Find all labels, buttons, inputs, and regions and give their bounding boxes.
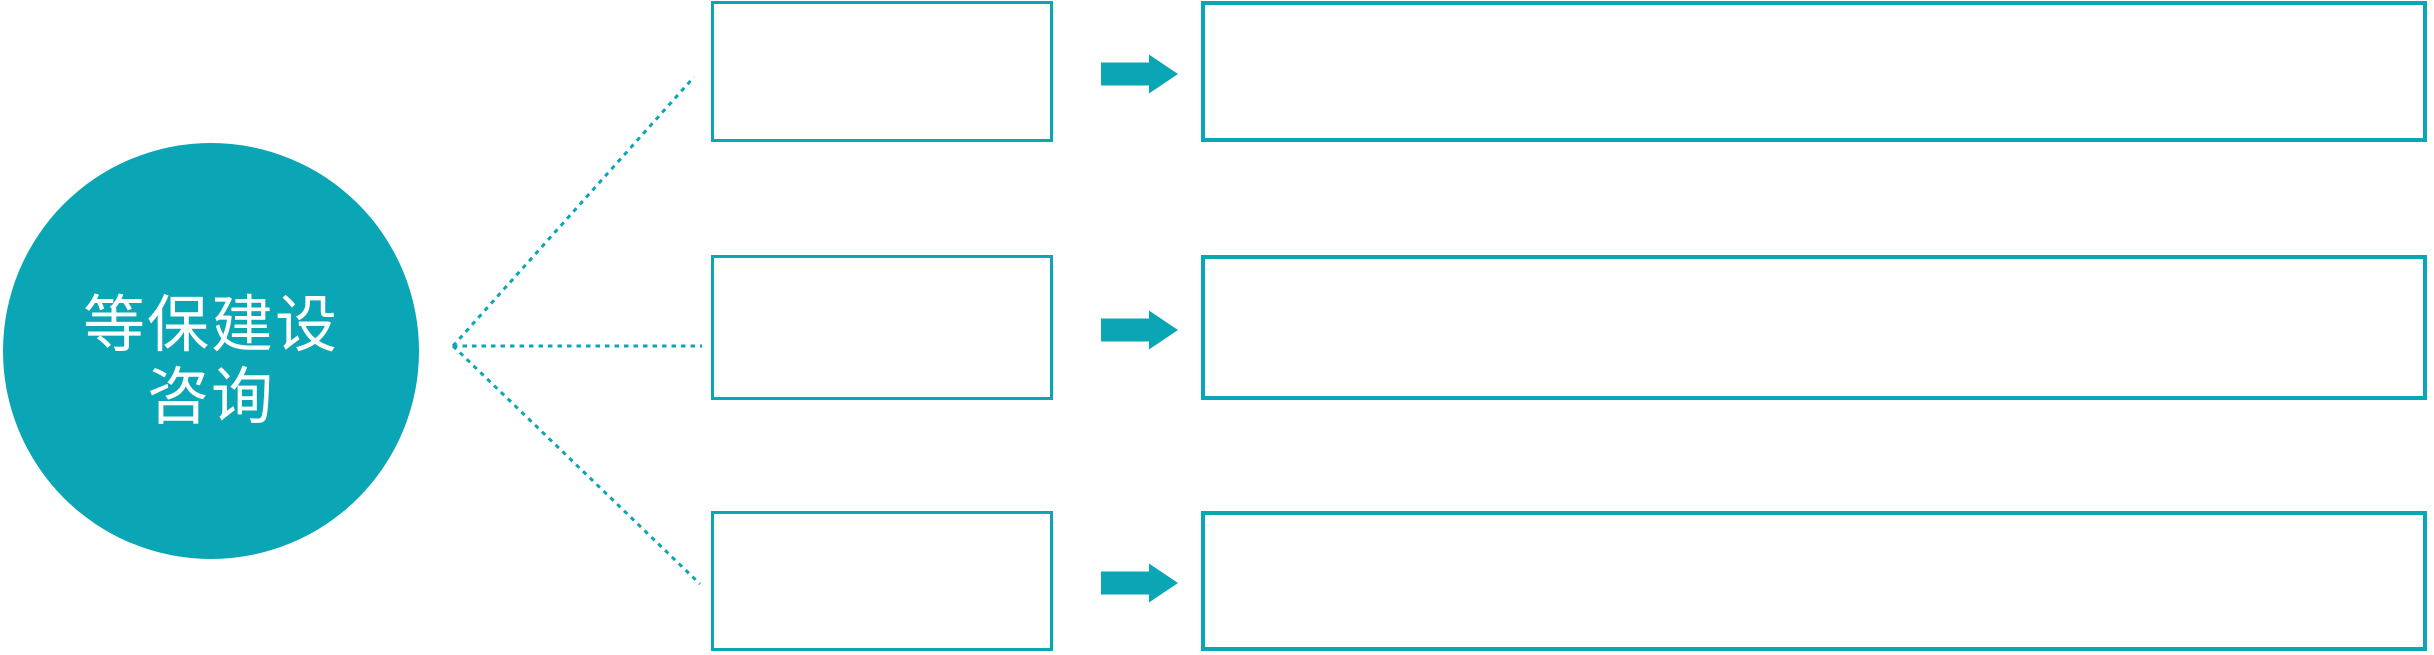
right-arrow-icon xyxy=(1101,54,1178,94)
branch-1-detail-label xyxy=(1205,5,2423,138)
branch-1-box-label xyxy=(714,4,1050,139)
branch-3-detail-label xyxy=(1205,515,2423,647)
right-arrow-icon xyxy=(1101,563,1178,603)
branch-3-detail-box xyxy=(1201,511,2427,651)
dotted-connector-top xyxy=(451,75,696,348)
hub-label-line2: 咨询 xyxy=(146,363,275,432)
right-arrow-icon xyxy=(1101,310,1178,350)
branch-1-detail-box xyxy=(1201,1,2427,142)
branch-1-box xyxy=(711,1,1053,142)
hub-label-line1: 等保建设 xyxy=(82,291,339,360)
branch-3-box xyxy=(711,511,1053,651)
branch-2-box-label xyxy=(714,258,1050,397)
branch-2-detail-box xyxy=(1201,255,2427,400)
hub-circle: 等保建设 咨询 xyxy=(3,143,419,559)
branch-2-detail-label xyxy=(1205,259,2423,396)
branch-2-box xyxy=(711,255,1053,400)
branch-3-box-label xyxy=(714,514,1050,648)
dotted-connector-bottom xyxy=(451,344,702,586)
